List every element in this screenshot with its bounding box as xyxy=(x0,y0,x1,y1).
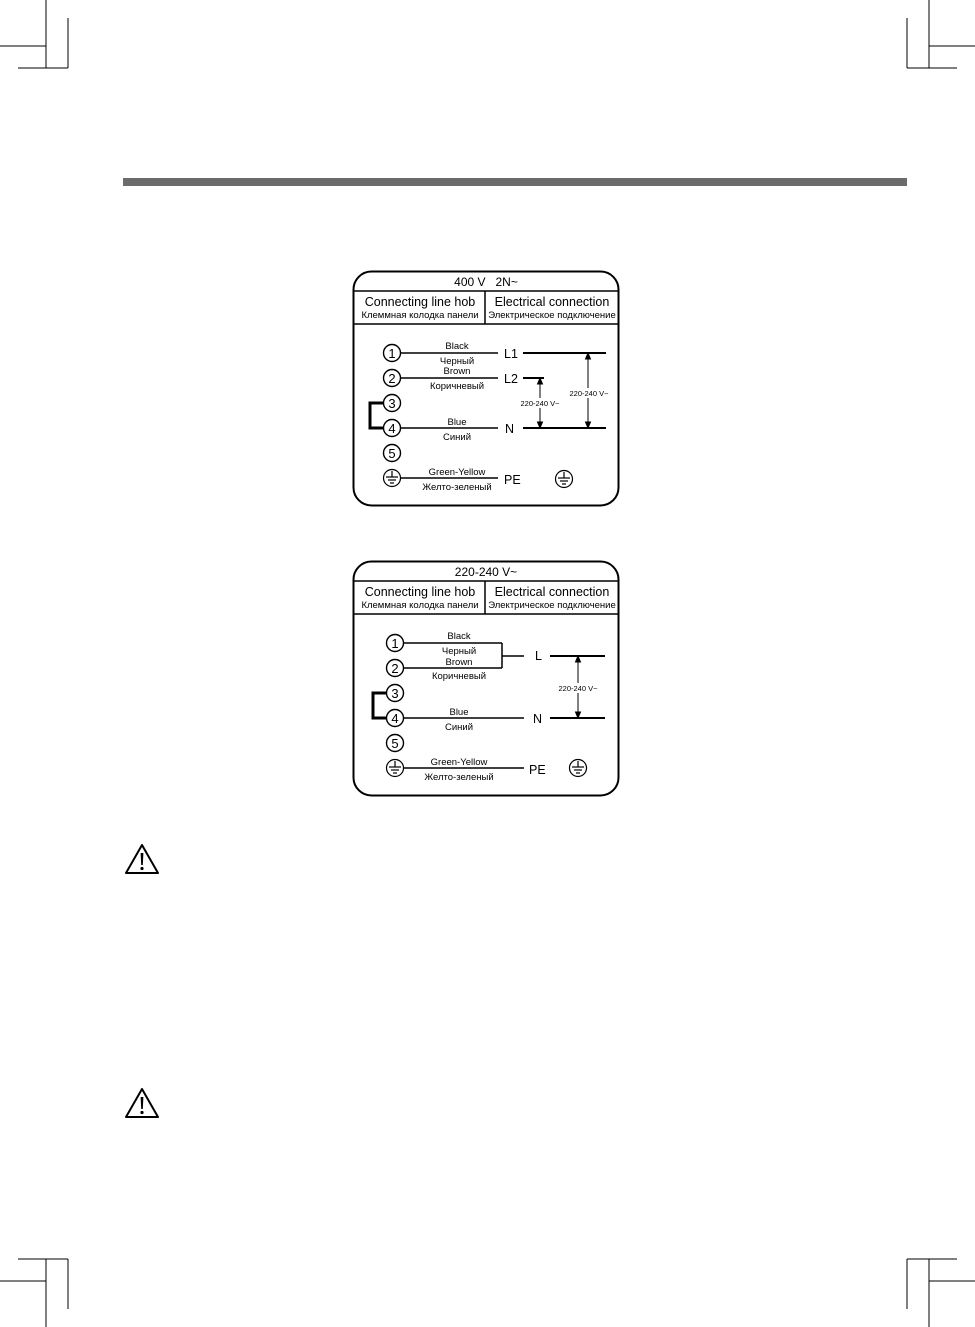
bridge-1-2 xyxy=(371,691,386,720)
column-header-ru: Электрическое подключение xyxy=(488,310,616,321)
wire-label: Синий xyxy=(443,432,471,443)
column-header-en: Connecting line hob xyxy=(365,585,476,599)
line-label-l2: L2 xyxy=(504,372,518,386)
terminal-2: 2 xyxy=(388,371,395,386)
line-label-pe: PE xyxy=(529,763,546,777)
line-label-l: L xyxy=(535,649,542,663)
warning-triangle-icon xyxy=(125,844,159,874)
terminal-5: 5 xyxy=(391,736,398,751)
wire-label: Коричневый xyxy=(432,671,486,682)
terminal-3: 3 xyxy=(388,396,395,411)
column-header-en: Connecting line hob xyxy=(365,295,476,309)
wire-label: Brown xyxy=(446,657,473,668)
diagram-title: 400 V 2N~ xyxy=(454,275,518,289)
terminal-1: 1 xyxy=(391,636,398,651)
header-rule xyxy=(123,178,907,186)
column-header-ru: Клеммная колодка панели xyxy=(361,600,478,611)
warning-triangle-icon xyxy=(125,1088,159,1118)
wire-label: Green-Yellow xyxy=(429,467,486,478)
column-header-en: Electrical connection xyxy=(495,295,610,309)
voltage-label: 220-240 V~ xyxy=(570,389,610,398)
terminal-2: 2 xyxy=(391,661,398,676)
wire-label: Черный xyxy=(440,356,474,367)
terminal-1: 1 xyxy=(388,346,395,361)
voltage-label: 220-240 V~ xyxy=(521,399,561,408)
wire-label: Желто-зеленый xyxy=(424,772,493,783)
wire-label: Black xyxy=(445,341,468,352)
wire-label: Blue xyxy=(447,417,466,428)
wire-label: Синий xyxy=(445,722,473,733)
wiring-diagram-400v: 400 V 2N~ Connecting line hob Клеммная к… xyxy=(352,270,620,507)
column-header-ru: Электрическое подключение xyxy=(488,600,616,611)
wire-label: Green-Yellow xyxy=(431,757,488,768)
terminal-4: 4 xyxy=(388,421,395,436)
terminal-3: 3 xyxy=(391,686,398,701)
diagram-title: 220-240 V~ xyxy=(455,565,517,579)
ground-symbol-icon xyxy=(382,468,402,488)
wire-label: Blue xyxy=(449,707,468,718)
wire-label: Black xyxy=(447,631,470,642)
terminal-4: 4 xyxy=(391,711,398,726)
column-header-en: Electrical connection xyxy=(495,585,610,599)
wire-label: Черный xyxy=(442,646,476,657)
bridge-3-4 xyxy=(368,401,383,430)
terminal-5: 5 xyxy=(388,446,395,461)
wire-label: Brown xyxy=(444,366,471,377)
wire-label: Коричневый xyxy=(430,381,484,392)
line-label-n: N xyxy=(505,422,514,436)
ground-symbol-icon xyxy=(568,758,588,778)
column-header-ru: Клеммная колодка панели xyxy=(361,310,478,321)
wire-label: Желто-зеленый xyxy=(422,482,491,493)
wiring-diagram-220v: 220-240 V~ Connecting line hob Клеммная … xyxy=(352,560,620,797)
ground-symbol-icon xyxy=(385,758,405,778)
line-label-n: N xyxy=(533,712,542,726)
line-label-pe: PE xyxy=(504,473,521,487)
line-label-l1: L1 xyxy=(504,347,518,361)
voltage-label: 220-240 V~ xyxy=(559,684,599,693)
ground-symbol-icon xyxy=(554,469,574,489)
